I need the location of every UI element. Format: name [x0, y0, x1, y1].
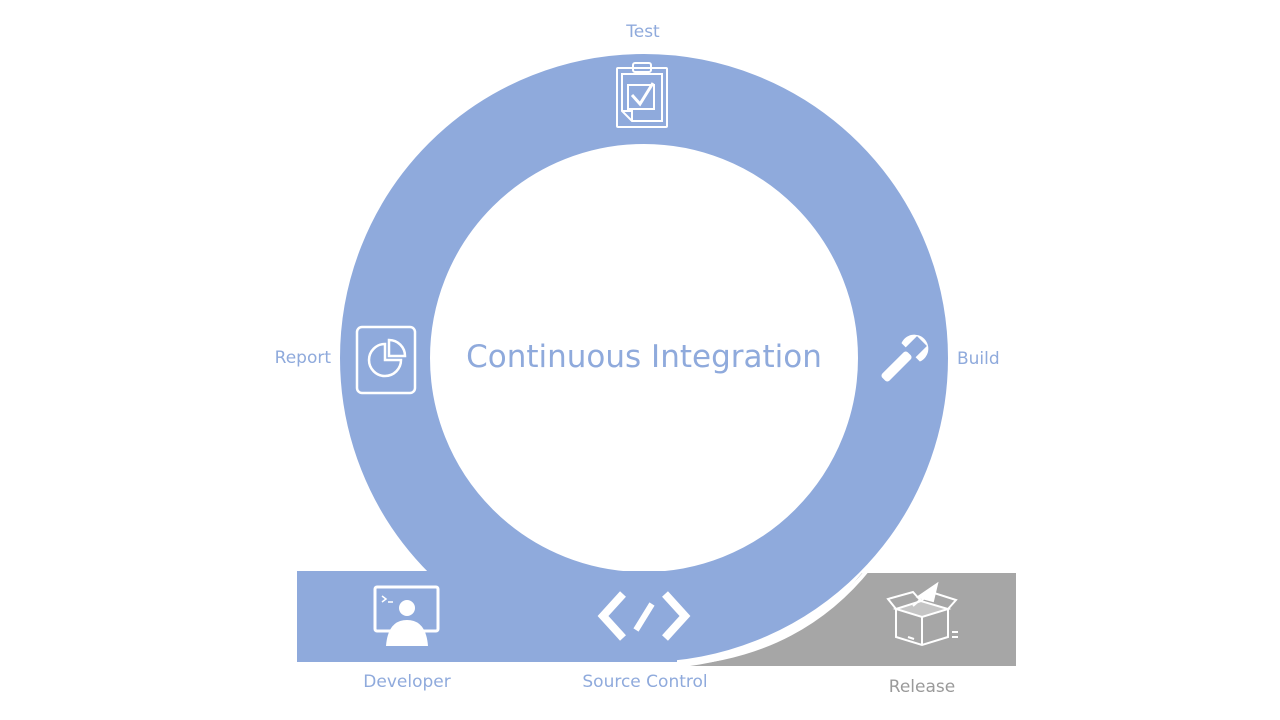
developer-band [297, 571, 677, 662]
diagram-title: Continuous Integration [466, 339, 822, 375]
wrench-icon [881, 334, 929, 382]
stage-label-source-control: Source Control [582, 672, 707, 692]
ring-separator [679, 565, 872, 666]
stage-label-build: Build [957, 349, 1000, 369]
pie-chart-icon [355, 325, 417, 395]
clipboard-check-icon [616, 62, 668, 128]
stage-label-report: Report [275, 348, 332, 368]
code-brackets-icon [597, 591, 691, 641]
stage-label-test: Test [625, 22, 660, 42]
stage-label-release: Release [889, 677, 955, 697]
box-rocket-icon [886, 581, 958, 647]
developer-monitor-icon [373, 585, 440, 646]
stage-label-developer: Developer [363, 672, 450, 692]
